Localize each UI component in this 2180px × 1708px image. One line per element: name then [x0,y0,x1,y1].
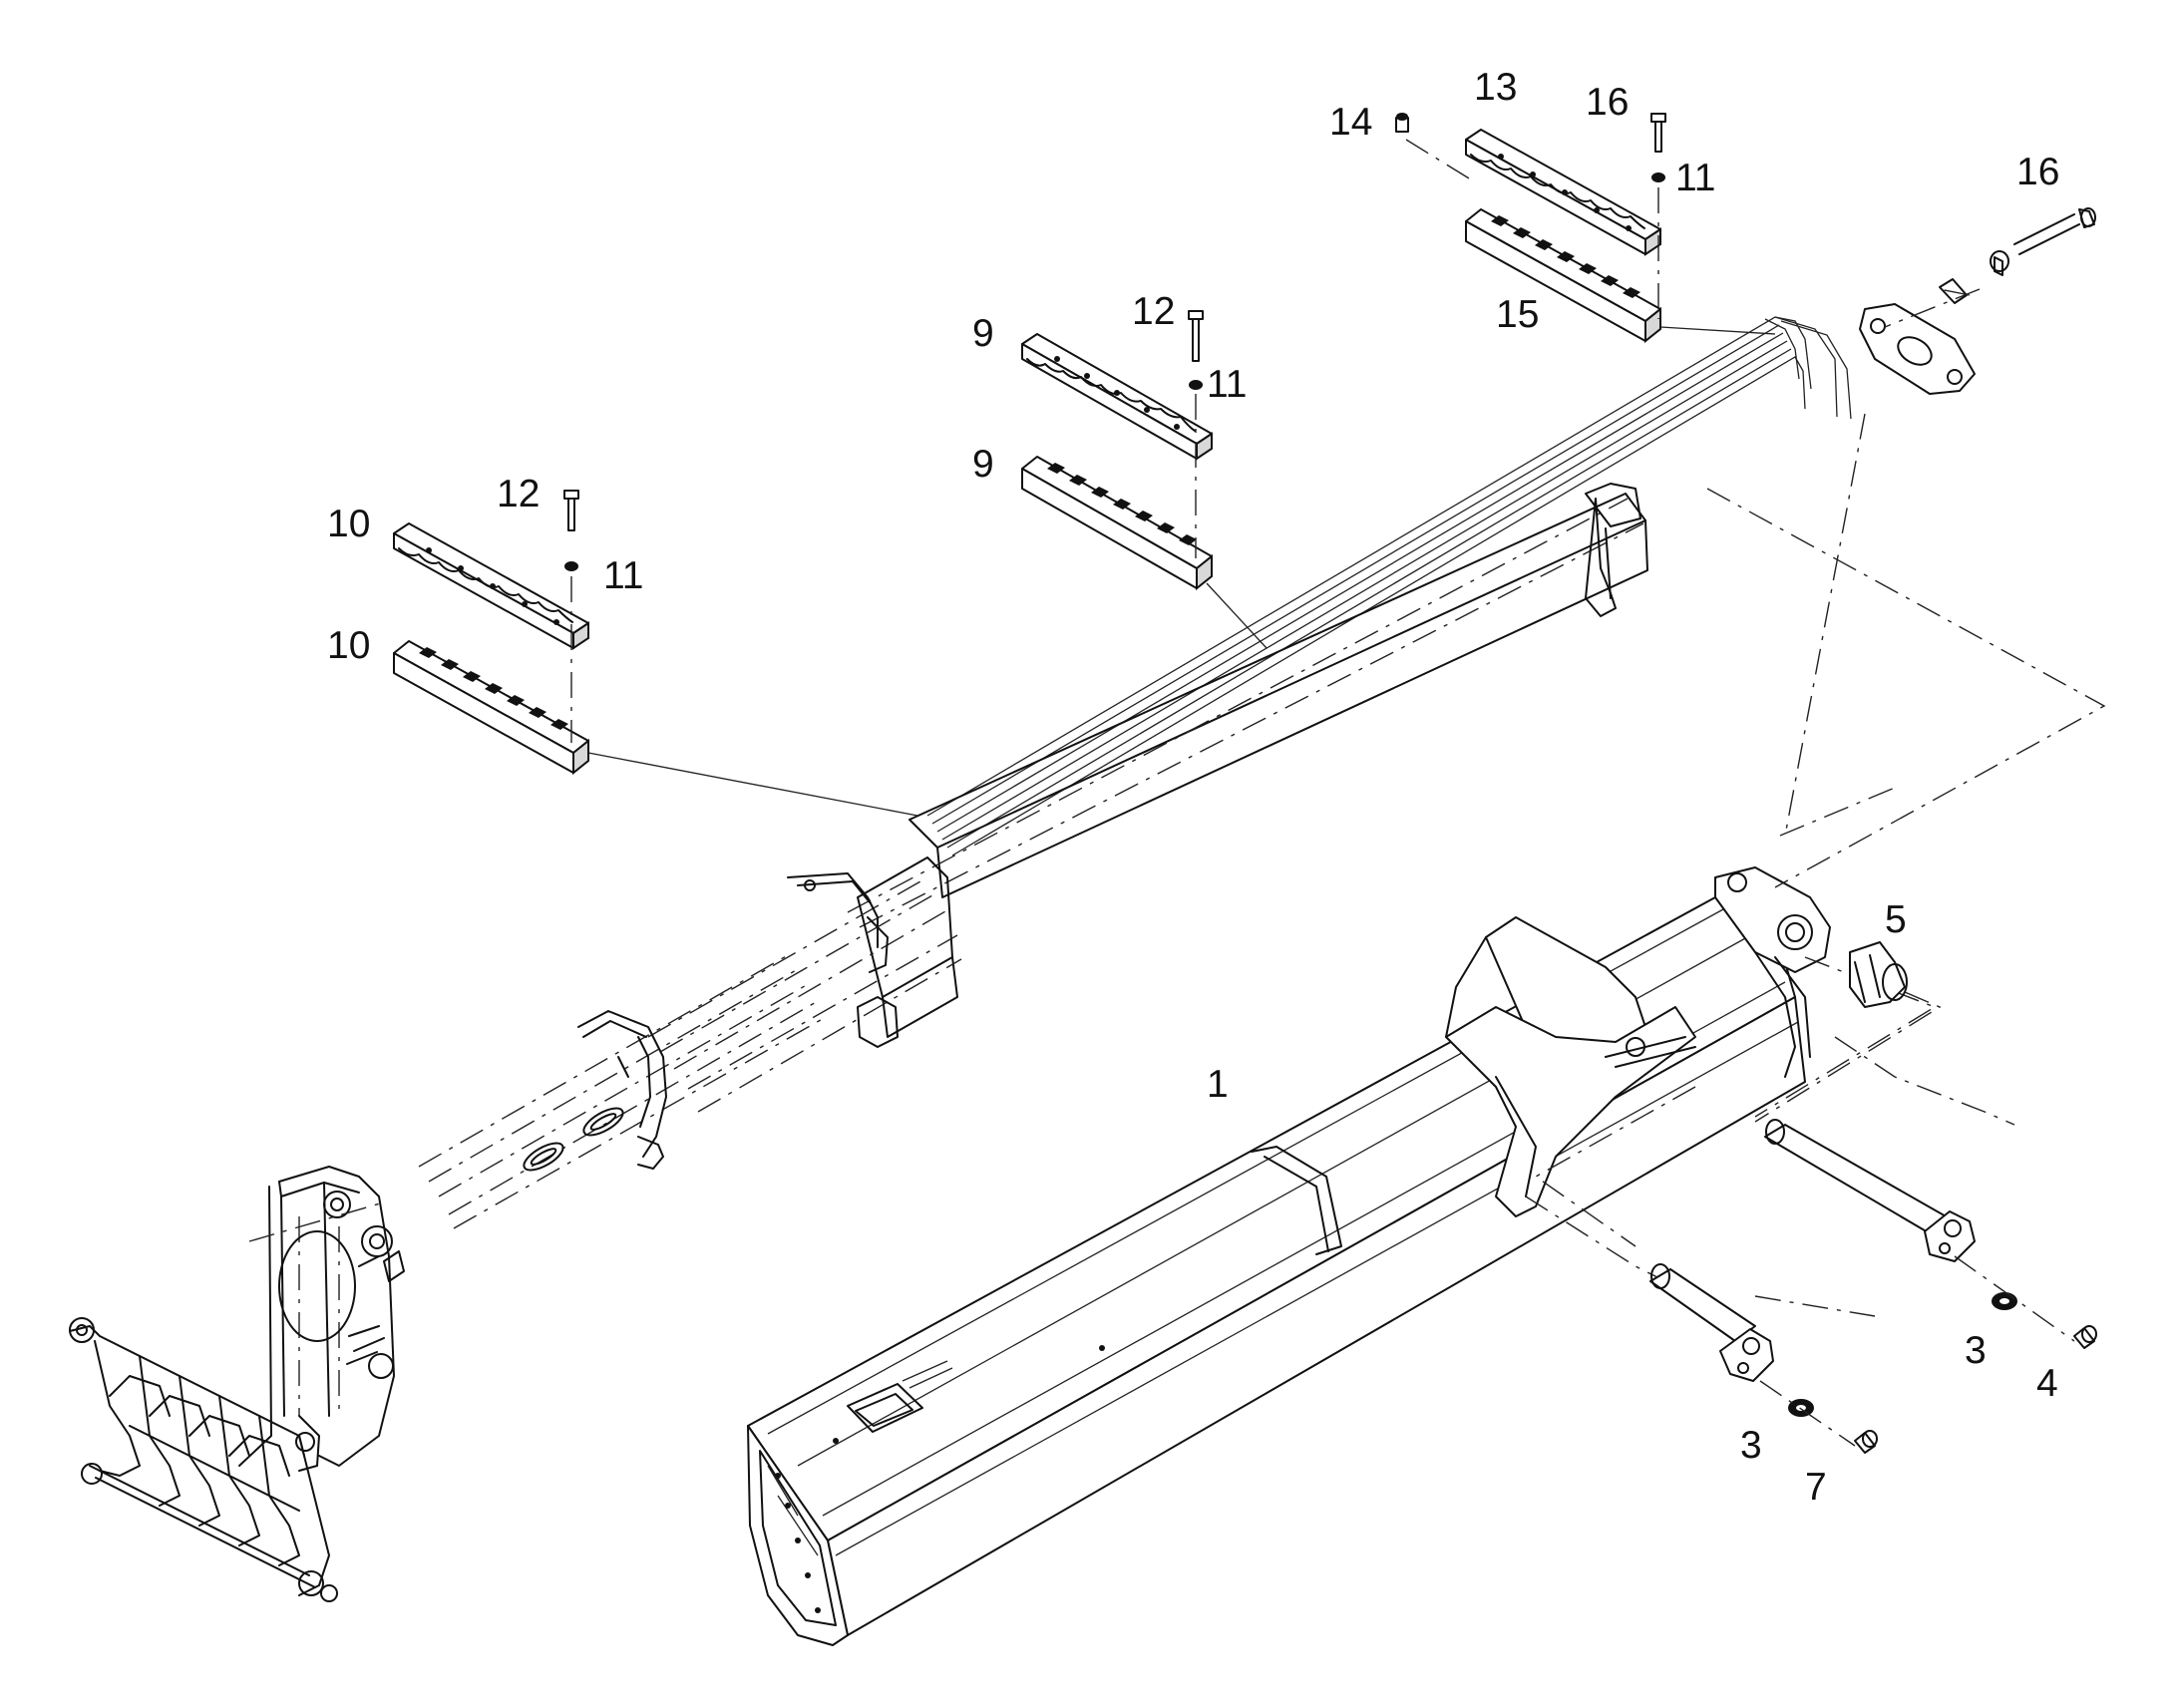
callout-16-upper: 16 [1586,81,1629,124]
bolt-12-upper-middle [1188,310,1204,558]
callout-5: 5 [1885,898,1907,941]
callout-labels: 1 3 3 4 5 7 9 9 10 10 11 11 11 12 12 13 … [327,66,2059,1509]
callout-14: 14 [1329,101,1372,144]
callout-16-right: 16 [2016,151,2059,193]
hose-clamp-10-lower [393,640,918,817]
hose-clamp-9-upper [1021,333,1213,461]
inner-boom-sections [418,483,1648,1229]
callout-7: 7 [1805,1466,1827,1509]
callout-9-lower: 9 [972,443,994,486]
callout-11-left: 11 [603,554,644,597]
callout-10-lower: 10 [327,624,370,667]
flange-plate [1859,303,1976,395]
callout-12-left: 12 [497,473,540,515]
hose-clamp-9-lower [1021,456,1268,649]
bushing-5 [1754,941,1942,1123]
callout-11-right: 11 [1675,157,1716,199]
callout-10-upper: 10 [327,503,370,545]
callout-13: 13 [1474,66,1517,109]
cable-bundle [926,316,1852,856]
callout-4: 4 [2036,1362,2058,1405]
callout-11-middle: 11 [1207,363,1248,406]
hose-clamp-15 [1465,208,1776,344]
callout-9-upper: 9 [972,312,994,355]
callout-3-lower: 3 [1740,1424,1762,1467]
callout-15: 15 [1496,293,1539,336]
bolt-16-upper [1650,113,1666,319]
assembly-guide-lines [248,413,2106,1317]
screw-14 [1395,113,1475,182]
callout-3-upper: 3 [1965,1329,1987,1372]
boom-head-assembly [69,1166,405,1602]
bolt-16-right [1884,207,2096,328]
callout-12-middle: 12 [1132,290,1175,333]
pin-upper-assembly [1764,1119,2097,1349]
hose-clamp-13 [1465,129,1661,256]
hose-clamp-10-upper [393,522,589,650]
callout-1: 1 [1207,1063,1229,1106]
bolt-12-left [563,490,579,743]
pin-lower-assembly [1649,1263,1878,1454]
outer-boom [747,866,1831,1646]
